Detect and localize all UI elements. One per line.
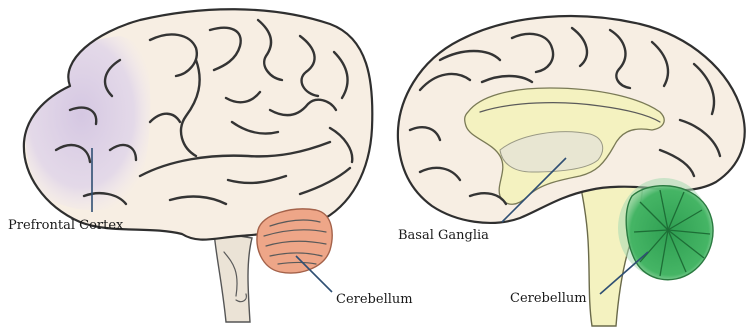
left-brainstem [214, 232, 252, 322]
prefrontal-cortex-region [25, 36, 150, 210]
right-cerebellum [618, 178, 713, 280]
label-cerebellum-left: Cerebellum [336, 292, 413, 307]
left-brain-lateral-view: Prefrontal Cortex Cerebellum [8, 9, 413, 322]
left-cerebellum [257, 209, 332, 273]
label-basal-ganglia: Basal Ganglia [398, 228, 489, 243]
label-prefrontal-cortex: Prefrontal Cortex [8, 218, 124, 233]
right-brain-sagittal-view: Basal Ganglia Cerebellum [398, 16, 745, 326]
label-cerebellum-right: Cerebellum [510, 291, 587, 306]
